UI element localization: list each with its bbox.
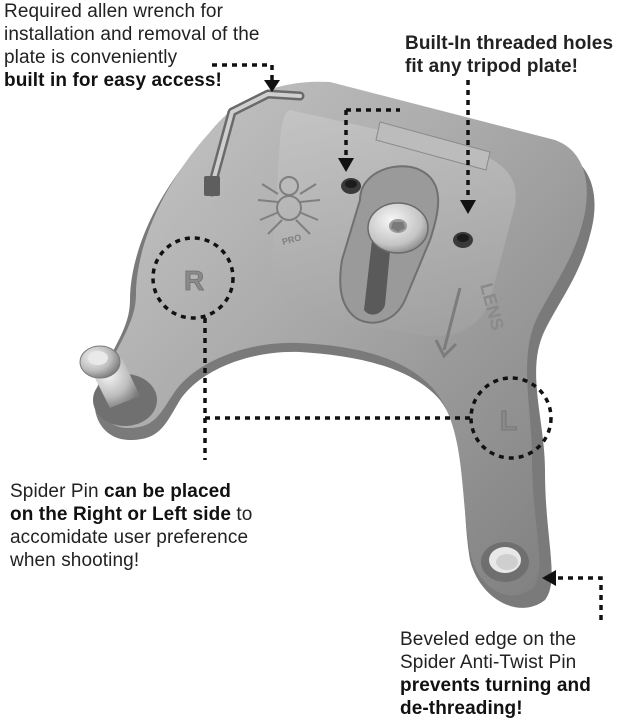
bevel-callout-emphasis-2: de-threading! xyxy=(400,698,523,719)
allen-wrench xyxy=(204,89,305,197)
plate-ridge xyxy=(375,121,491,171)
wrench-callout-line-1: Required allen wrench for xyxy=(4,1,224,22)
pin-callout-line-2-bold: on the Right or Left side xyxy=(10,504,231,525)
threaded-holes xyxy=(341,178,473,248)
bevel-callout-line-4: de-threading! xyxy=(400,697,638,720)
pin-callout-line-4: when shooting! xyxy=(10,550,140,571)
pin-callout-line-1-plain: Spider Pin xyxy=(10,481,105,502)
beveled-edge-callout: Beveled edge on the Spider Anti-Twist Pi… xyxy=(400,628,638,720)
bevel-callout-line-3: prevents turning and xyxy=(400,674,638,697)
spider-pin-callout: Spider Pin can be placed on the Right or… xyxy=(10,480,310,572)
threaded-holes-callout: Built-In threaded holes fit any tripod p… xyxy=(405,32,640,78)
holes-callout-line-1: Built-In threaded holes xyxy=(405,33,614,54)
wrench-callout-line-4: built in for easy access! xyxy=(4,69,324,92)
holes-callout-line-2: fit any tripod plate! xyxy=(405,56,579,77)
bevel-callout-line-2: Spider Anti-Twist Pin xyxy=(400,652,577,673)
anti-twist-hole xyxy=(481,542,529,582)
pin-callout-line-3: accomidate user preference xyxy=(10,527,249,548)
right-marker-letter: R xyxy=(184,265,204,296)
callout-pointers xyxy=(203,63,603,620)
wrench-callout: Required allen wrench for installation a… xyxy=(4,0,324,92)
spider-logo: PRO xyxy=(257,176,321,247)
pin-callout-line-2-plain: to xyxy=(231,504,253,525)
bevel-callout-emphasis-1: prevents turning and xyxy=(400,675,591,696)
wrench-callout-line-3: plate is conveniently xyxy=(4,47,178,68)
spider-pin xyxy=(79,345,157,426)
wrench-callout-emphasis: built in for easy access! xyxy=(4,70,222,91)
left-marker: L xyxy=(469,376,553,460)
pin-callout-line-1: Spider Pin can be placed xyxy=(10,480,310,503)
logo-text: PRO xyxy=(281,232,302,247)
center-slot xyxy=(339,165,440,324)
left-marker-letter: L xyxy=(500,405,517,436)
wrench-callout-line-2: installation and removal of the xyxy=(4,24,260,45)
pin-callout-line-2: on the Right or Left side to xyxy=(10,503,310,526)
pin-callout-line-1-bold: can be placed xyxy=(104,481,232,502)
bevel-callout-line-1: Beveled edge on the xyxy=(400,629,577,650)
pointer-arrowheads xyxy=(264,80,556,586)
right-marker: R xyxy=(151,236,235,320)
